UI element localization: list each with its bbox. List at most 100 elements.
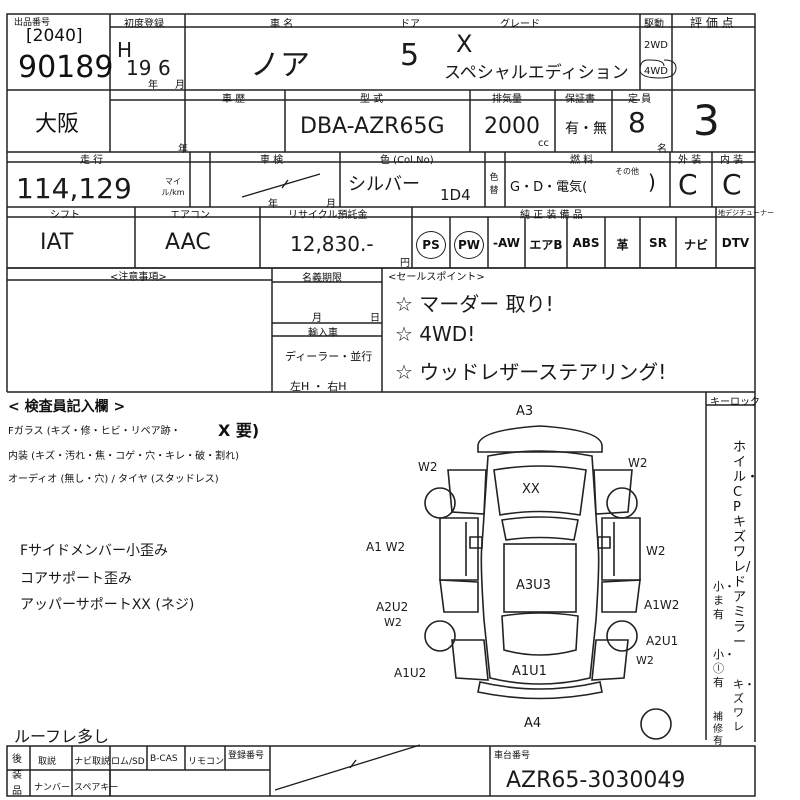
shift-label: シフト [50,210,80,221]
inspector-title: < 検査員記入欄 > [8,399,126,415]
sales-point-3: ☆ ウッドレザーステアリング! [395,360,667,384]
footer-bcas: B-CAS [150,754,178,764]
dealer-label: ディーラー・並行 [285,350,373,363]
car-name-label: 車 名 [270,19,294,30]
footer-col-3: 品 [12,786,22,797]
car-name: ノア [250,48,310,83]
first-reg-label: 初度登録 [124,19,164,30]
glass-line: Fガラス (キズ・修・ヒビ・リペア跡・ [8,426,181,437]
mileage-label: 走 行 [80,155,104,166]
recycle-value: 12,830.- [290,232,374,256]
inspection-label: 車 検 [260,155,284,166]
mark-front: A3 [516,404,534,419]
warranty-value: 有・無 [565,121,607,137]
equip-dtv: DTV [721,236,750,250]
equip-sunroof: SR [649,236,667,250]
garage-label: 車 歴 [222,94,246,105]
door-count: 5 [400,38,420,73]
fuel-options: G・D・電気( [510,180,588,195]
seats-label: 定 員 [628,94,652,105]
mark-left-rear-door: A2U2 [376,600,409,614]
side-small: 小・ま有 [713,580,735,621]
notes-label: <注意事項> [110,272,167,283]
inspection-year: 年 [268,199,278,210]
mark-left-rear-door-w: W2 [384,616,402,629]
color-change-label: 色替 [489,173,499,196]
fuel-label: 燃 料 [570,155,594,166]
handwritten-note-2: コアサポート歪み [20,571,132,587]
color-code: 1D4 [440,186,471,204]
import-label: 輸入車 [308,328,338,339]
location: 大阪 [35,112,80,137]
color-value: シルバー [348,174,420,195]
grade-label: グレード [500,19,540,30]
equip-ps: PS [416,231,446,259]
score-label: 評 価 点 [690,16,734,30]
footer-col-1: 後 [12,754,22,765]
equipment-label: 純 正 装 備 品 [520,210,583,221]
footer-col-2: 装 [12,770,22,781]
equip-airbag: エアB [529,238,563,252]
seats-value: 8 [628,106,646,139]
sales-point-1: ☆ マーダー 取り! [395,292,554,316]
mark-left-front-door: A1 W2 [366,540,406,554]
ac-value: AAC [165,230,211,255]
chassis-number: AZR65-3030049 [506,768,686,793]
footer-spare-key: スペアキー [74,783,119,793]
side-small-2: 小・ⓛ有 [713,648,735,689]
mark-right-quarter: A2U1 [646,634,679,648]
auction-label: 出品番号 [14,18,51,28]
handwritten-note-1: Fサイドメンバー小歪み [20,543,169,559]
footer-navi-manual: ナビ取説 [74,757,111,767]
car-diagram [424,425,672,740]
mark-right-rear-door: A1W2 [644,598,680,612]
equip-abs: ABS [572,236,600,250]
door-label: ドア [400,19,420,30]
mark-roof: A3U3 [516,578,551,593]
mark-right-front-wheel: W2 [628,456,648,470]
chassis-label: 車台番号 [494,751,531,761]
lane-number: [2040] [26,26,83,46]
mark-left-front-wheel: W2 [418,460,438,474]
footer-remote: リモコン [188,757,225,767]
yen-unit: 円 [400,258,410,269]
footer-manual: 取説 [38,757,57,767]
deadline-day: 日 [370,313,380,324]
mark-right-front-door: W2 [646,544,666,558]
ac-label: エアコン [170,210,210,221]
type-label: 型 式 [360,94,384,105]
equip-aw: -AW [493,236,520,250]
shift-value: IAT [40,230,74,255]
mark-hood: XX [522,482,540,497]
mark-tailgate: A1U1 [512,664,547,679]
grade-line1: X [456,30,473,58]
interior-grade: C [722,168,742,201]
recycle-label: リサイクル預託金 [288,210,368,221]
tuner-label: 地デジチューナー [718,209,774,217]
warranty-label: 保証書 [565,94,595,105]
color-label: 色 (Col.No) [380,155,434,166]
interior-label: 内 装 [720,155,744,166]
first-reg-year-unit: 年 [148,80,158,91]
drive-4wd: 4WD [644,66,668,77]
reg-label: 登録番号 [228,751,265,761]
roof-note: ルーフレ多し [14,727,110,746]
interior-line: 内装 (キズ・汚れ・焦・コゲ・穴・キレ・破・割れ) [8,451,239,462]
glass-x: X 要) [218,421,260,440]
audio-line: オーディオ (無し・穴) / タイヤ (スタッドレス) [8,474,219,485]
drive-label: 駆動 [644,19,664,30]
equip-pw: PW [454,231,484,259]
side-repair: 補修有 [713,712,723,747]
keyless-label: キーロック [710,397,760,408]
vertical-label: ホイル・CPキズワレ/ドアミラー [733,440,760,650]
footer-rom-sd: ロム/SD [111,757,145,767]
first-reg-month: 6 [158,56,171,80]
mark-rear-bumper: A4 [524,716,542,731]
equip-navi: ナビ [683,238,708,252]
model-code: DBA-AZR65G [300,114,445,139]
mileage-units: マイル/km [161,177,185,197]
lot-number: 90189 [18,50,114,85]
exterior-grade: C [678,168,698,201]
deadline-month: 月 [312,313,322,324]
sales-points-label: <セールスポイント> [388,272,485,283]
